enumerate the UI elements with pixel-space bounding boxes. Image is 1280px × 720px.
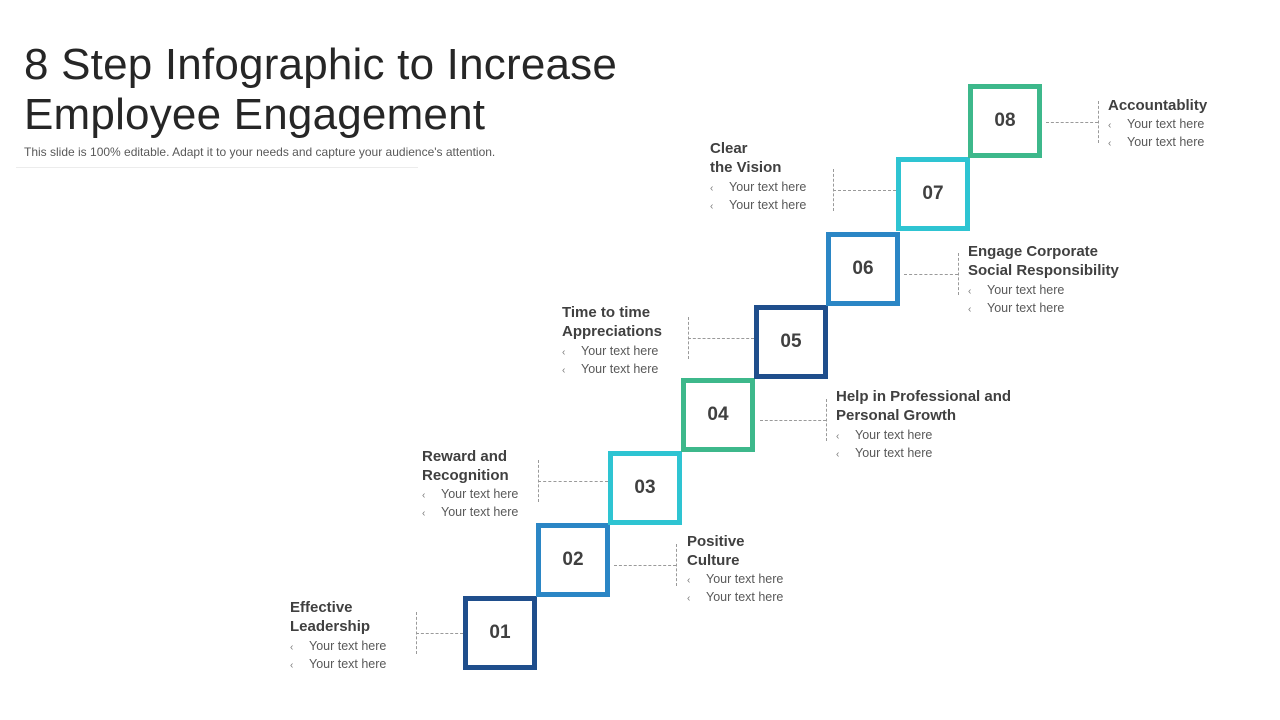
chevron-left-icon: ‹ — [968, 286, 972, 297]
connector-05-bar — [688, 317, 689, 359]
chevron-left-icon: ‹ — [836, 431, 840, 442]
list-item: ‹Your text here — [687, 589, 783, 607]
chevron-left-icon: ‹ — [710, 183, 714, 194]
step-box-04: 04 — [681, 378, 755, 452]
step-box-07: 07 — [896, 157, 970, 231]
list-item: ‹Your text here — [422, 504, 518, 522]
step-items-08: ‹Your text here ‹Your text here — [1108, 116, 1204, 152]
list-item: ‹Your text here — [968, 282, 1064, 300]
chevron-left-icon: ‹ — [290, 660, 294, 671]
list-item: ‹Your text here — [290, 638, 386, 656]
connector-07-bar — [833, 169, 834, 211]
connector-03-bar — [538, 460, 539, 502]
list-item: ‹Your text here — [422, 486, 518, 504]
step-label-02: Positive Culture — [687, 533, 745, 569]
step-items-03: ‹Your text here ‹Your text here — [422, 486, 518, 522]
chevron-left-icon: ‹ — [1108, 138, 1112, 149]
list-item: ‹Your text here — [687, 571, 783, 589]
connector-06 — [904, 274, 958, 275]
step-items-01: ‹Your text here ‹Your text here — [290, 638, 386, 674]
connector-01-bar — [416, 612, 417, 654]
step-box-08: 08 — [968, 84, 1042, 158]
list-item: ‹Your text here — [1108, 116, 1204, 134]
list-item: ‹Your text here — [710, 197, 806, 215]
chevron-left-icon: ‹ — [562, 347, 566, 358]
step-items-04: ‹Your text here ‹Your text here — [836, 427, 932, 463]
step-label-01: Effective Leadership — [290, 599, 371, 635]
step-label-05: Time to time Appreciations — [562, 304, 663, 340]
step-box-03: 03 — [608, 451, 682, 525]
connector-04 — [760, 420, 826, 421]
chevron-left-icon: ‹ — [422, 508, 426, 519]
list-item: ‹Your text here — [836, 445, 932, 463]
list-item: ‹Your text here — [562, 361, 658, 379]
connector-02-bar — [676, 544, 677, 586]
page-subtitle: This slide is 100% editable. Adapt it to… — [24, 145, 496, 159]
step-box-01: 01 — [463, 596, 537, 670]
connector-07 — [833, 190, 896, 191]
step-box-05: 05 — [754, 305, 828, 379]
step-items-05: ‹Your text here ‹Your text here — [562, 343, 658, 379]
connector-03 — [538, 481, 608, 482]
step-label-07: Clear the Vision — [710, 140, 782, 176]
chevron-left-icon: ‹ — [1108, 120, 1112, 131]
connector-08 — [1046, 122, 1098, 123]
chevron-left-icon: ‹ — [687, 593, 691, 604]
step-items-06: ‹Your text here ‹Your text here — [968, 282, 1064, 318]
list-item: ‹Your text here — [710, 179, 806, 197]
step-label-08: Accountablity — [1108, 97, 1208, 114]
step-box-02: 02 — [536, 523, 610, 597]
step-box-06: 06 — [826, 232, 900, 306]
chevron-left-icon: ‹ — [968, 304, 972, 315]
step-label-04: Help in Professional and Personal Growth — [836, 388, 1012, 424]
connector-01 — [416, 633, 463, 634]
step-label-03: Reward and Recognition — [422, 448, 509, 484]
connector-05 — [688, 338, 754, 339]
connector-06-bar — [958, 253, 959, 295]
chevron-left-icon: ‹ — [422, 490, 426, 501]
chevron-left-icon: ‹ — [562, 365, 566, 376]
chevron-left-icon: ‹ — [687, 575, 691, 586]
list-item: ‹Your text here — [1108, 134, 1204, 152]
page-title: 8 Step Infographic to Increase Employee … — [24, 40, 618, 139]
chevron-left-icon: ‹ — [836, 449, 840, 460]
connector-02 — [614, 565, 676, 566]
list-item: ‹Your text here — [836, 427, 932, 445]
step-items-02: ‹Your text here ‹Your text here — [687, 571, 783, 607]
step-items-07: ‹Your text here ‹Your text here — [710, 179, 806, 215]
connector-08-bar — [1098, 101, 1099, 143]
list-item: ‹Your text here — [290, 656, 386, 674]
chevron-left-icon: ‹ — [290, 642, 294, 653]
list-item: ‹Your text here — [562, 343, 658, 361]
step-label-06: Engage Corporate Social Responsibility — [968, 243, 1119, 279]
connector-04-bar — [826, 399, 827, 441]
list-item: ‹Your text here — [968, 300, 1064, 318]
chevron-left-icon: ‹ — [710, 201, 714, 212]
title-divider — [16, 167, 418, 168]
